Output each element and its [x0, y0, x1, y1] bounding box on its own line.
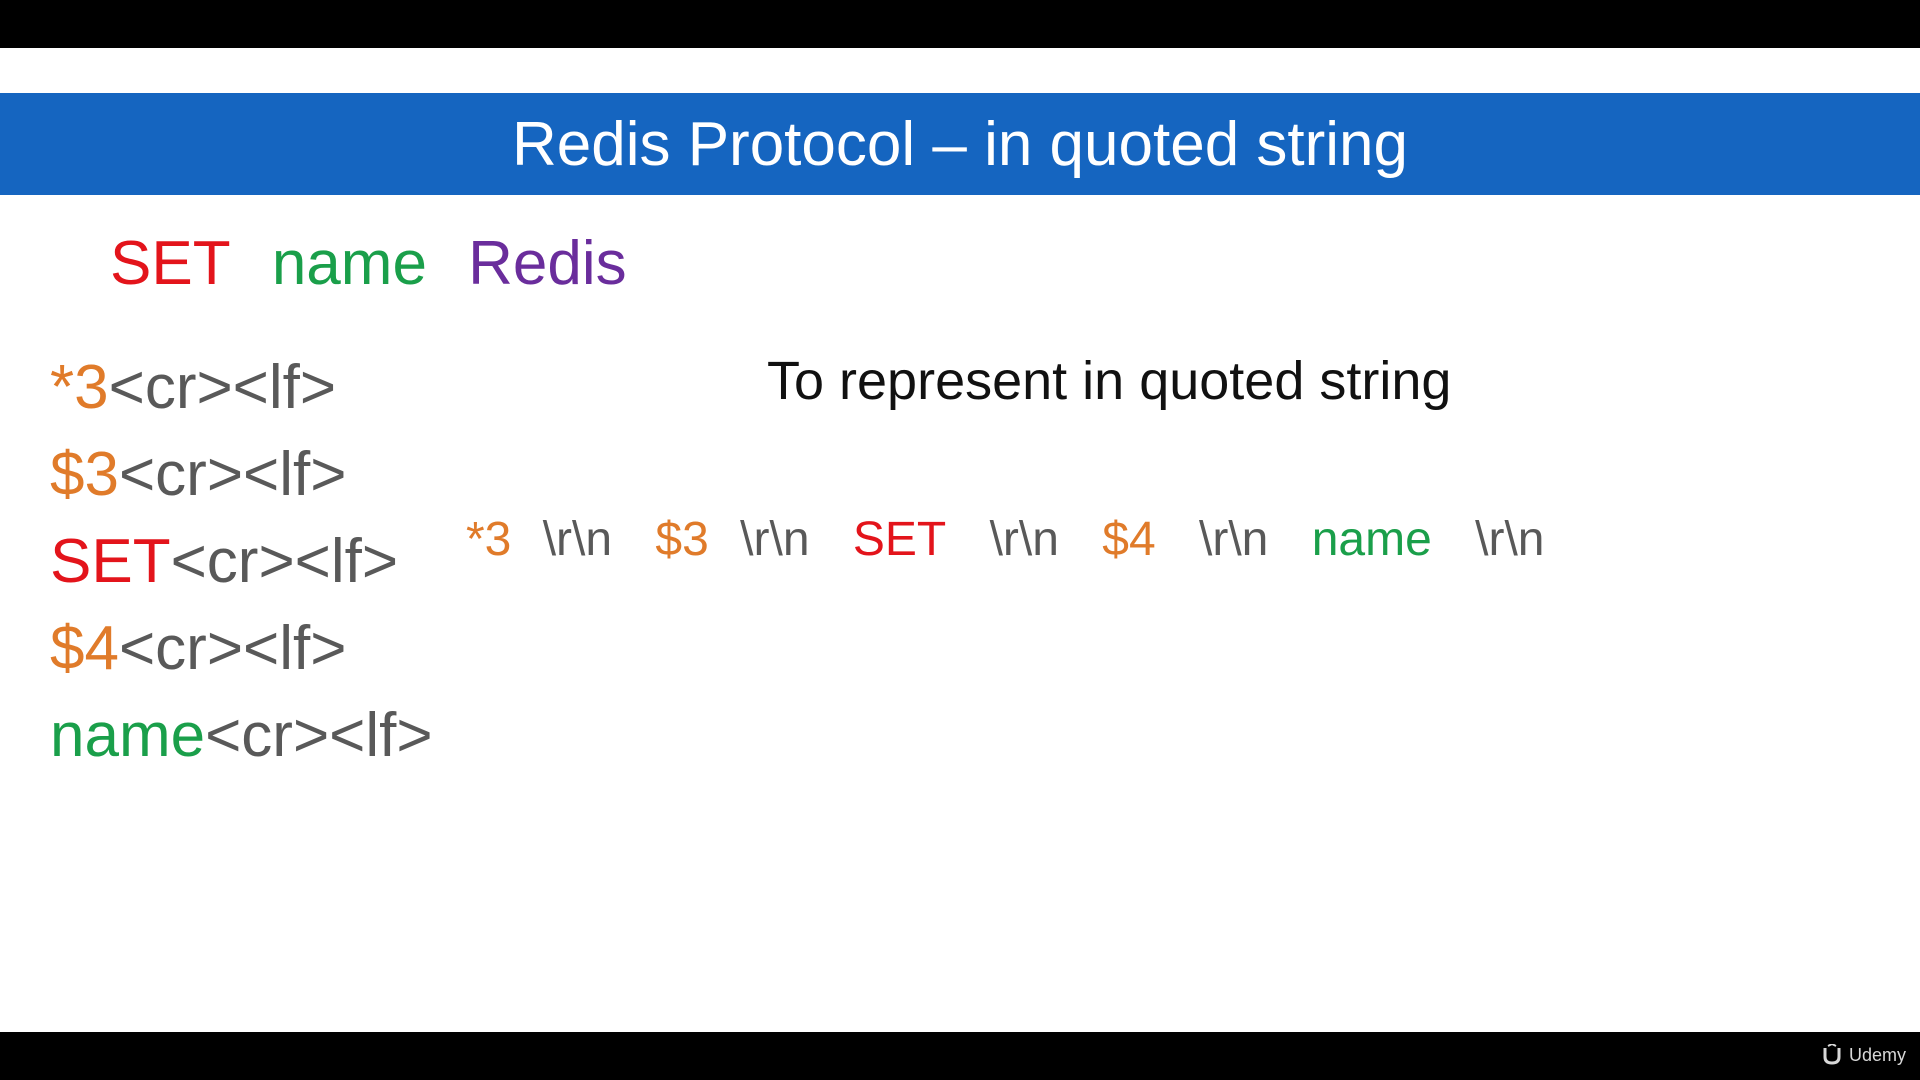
quoted-token: \r\n	[989, 513, 1059, 566]
slide: Redis Protocol – in quoted string SET na…	[0, 48, 1920, 1032]
protocol-line: $4<cr><lf>	[50, 605, 433, 692]
protocol-prefix: SET	[50, 527, 171, 596]
quoted-token: $3	[655, 513, 709, 566]
protocol-suffix: <cr><lf>	[118, 614, 347, 683]
protocol-line: *3<cr><lf>	[50, 344, 433, 431]
command-value: Redis	[468, 229, 627, 298]
quoted-token: $4	[1102, 513, 1156, 566]
quoted-string-heading: To represent in quoted string	[767, 351, 1452, 411]
protocol-suffix: <cr><lf>	[170, 527, 399, 596]
top-letterbox	[0, 0, 1920, 48]
quoted-token: \r\n	[1199, 513, 1269, 566]
command-example: SET name Redis	[110, 228, 651, 299]
protocol-line: name<cr><lf>	[50, 692, 433, 779]
protocol-suffix: <cr><lf>	[108, 353, 337, 422]
udemy-brand-text: Udemy	[1848, 1044, 1906, 1065]
protocol-line: $3<cr><lf>	[50, 431, 433, 518]
protocol-lines: *3<cr><lf> $3<cr><lf> SET<cr><lf> $4<cr>…	[50, 344, 433, 779]
quoted-string-row: *3 \r\n $3 \r\n SET \r\n $4 \r\n name \r…	[466, 512, 1562, 567]
bottom-letterbox	[0, 1032, 1920, 1080]
quoted-token: SET	[852, 513, 947, 566]
protocol-suffix: <cr><lf>	[205, 701, 433, 770]
quoted-token: \r\n	[740, 513, 810, 566]
protocol-line: SET<cr><lf>	[50, 518, 433, 605]
slide-title: Redis Protocol – in quoted string	[511, 109, 1409, 179]
quoted-token: name	[1311, 513, 1432, 566]
udemy-watermark: Udemy	[1821, 1044, 1906, 1066]
protocol-prefix: $4	[50, 614, 119, 683]
command-key: name	[271, 229, 427, 298]
protocol-prefix: *3	[50, 353, 109, 422]
protocol-prefix: $3	[50, 440, 119, 509]
protocol-suffix: <cr><lf>	[118, 440, 347, 509]
command-verb: SET	[110, 229, 231, 298]
quoted-token: *3	[466, 513, 512, 566]
title-band: Redis Protocol – in quoted string	[0, 93, 1920, 195]
udemy-logo-icon	[1823, 1044, 1841, 1065]
protocol-prefix: name	[50, 701, 206, 770]
quoted-token: \r\n	[542, 513, 613, 566]
quoted-token: \r\n	[1475, 513, 1545, 566]
